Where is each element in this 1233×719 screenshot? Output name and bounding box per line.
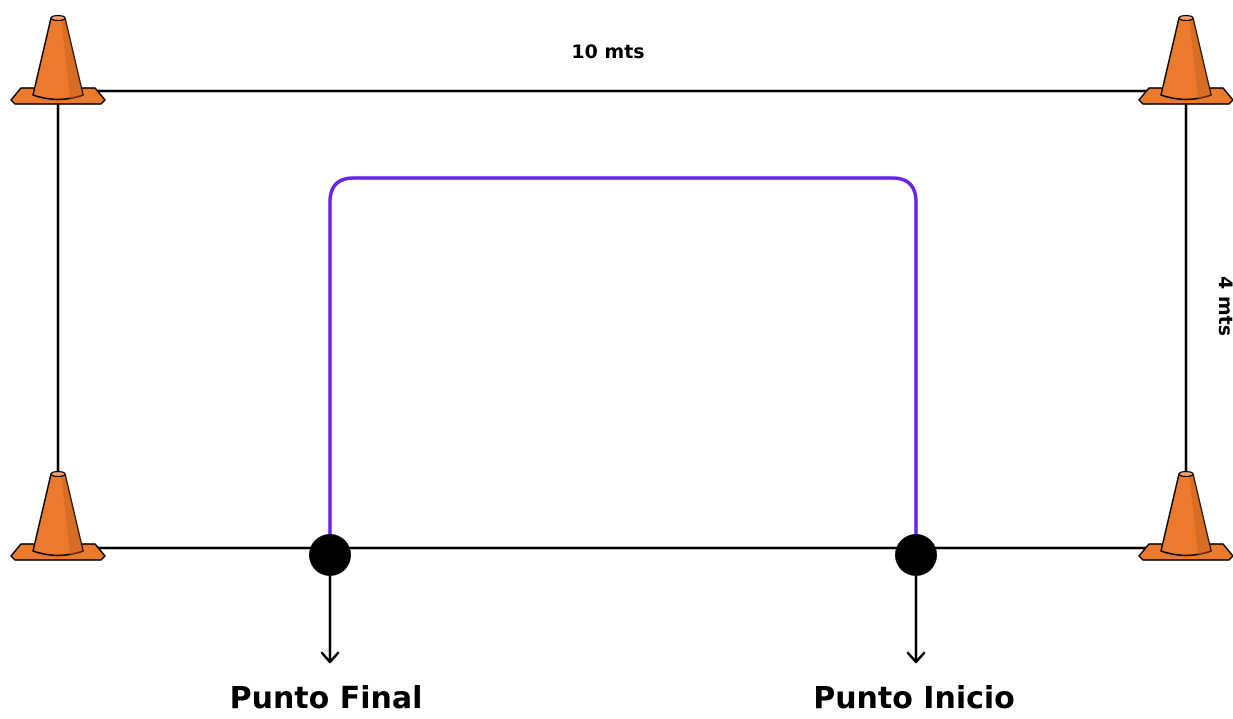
start-point-dot (895, 534, 937, 576)
traffic-cone-icon (10, 14, 106, 105)
end-point-dot (309, 534, 351, 576)
field-outline (56, 89, 1188, 550)
route-path (328, 176, 918, 557)
traffic-cone-icon (1138, 470, 1233, 561)
arrow-down-icon (320, 651, 340, 664)
end-point-label: Punto Final (230, 681, 423, 716)
arrow-down-icon (906, 651, 926, 664)
traffic-cone-icon (1138, 14, 1233, 105)
cone-bottom-left (10, 470, 106, 561)
cone-bottom-right (1138, 470, 1233, 561)
end-point-marker (309, 534, 351, 664)
cone-top-right (1138, 14, 1233, 105)
traffic-cone-icon (10, 470, 106, 561)
start-point-marker (895, 534, 937, 664)
cone-top-left (10, 14, 106, 105)
top-dimension-label: 10 mts (571, 41, 644, 63)
side-dimension-label: 4 mts (1214, 276, 1233, 336)
start-point-label: Punto Inicio (813, 681, 1015, 716)
